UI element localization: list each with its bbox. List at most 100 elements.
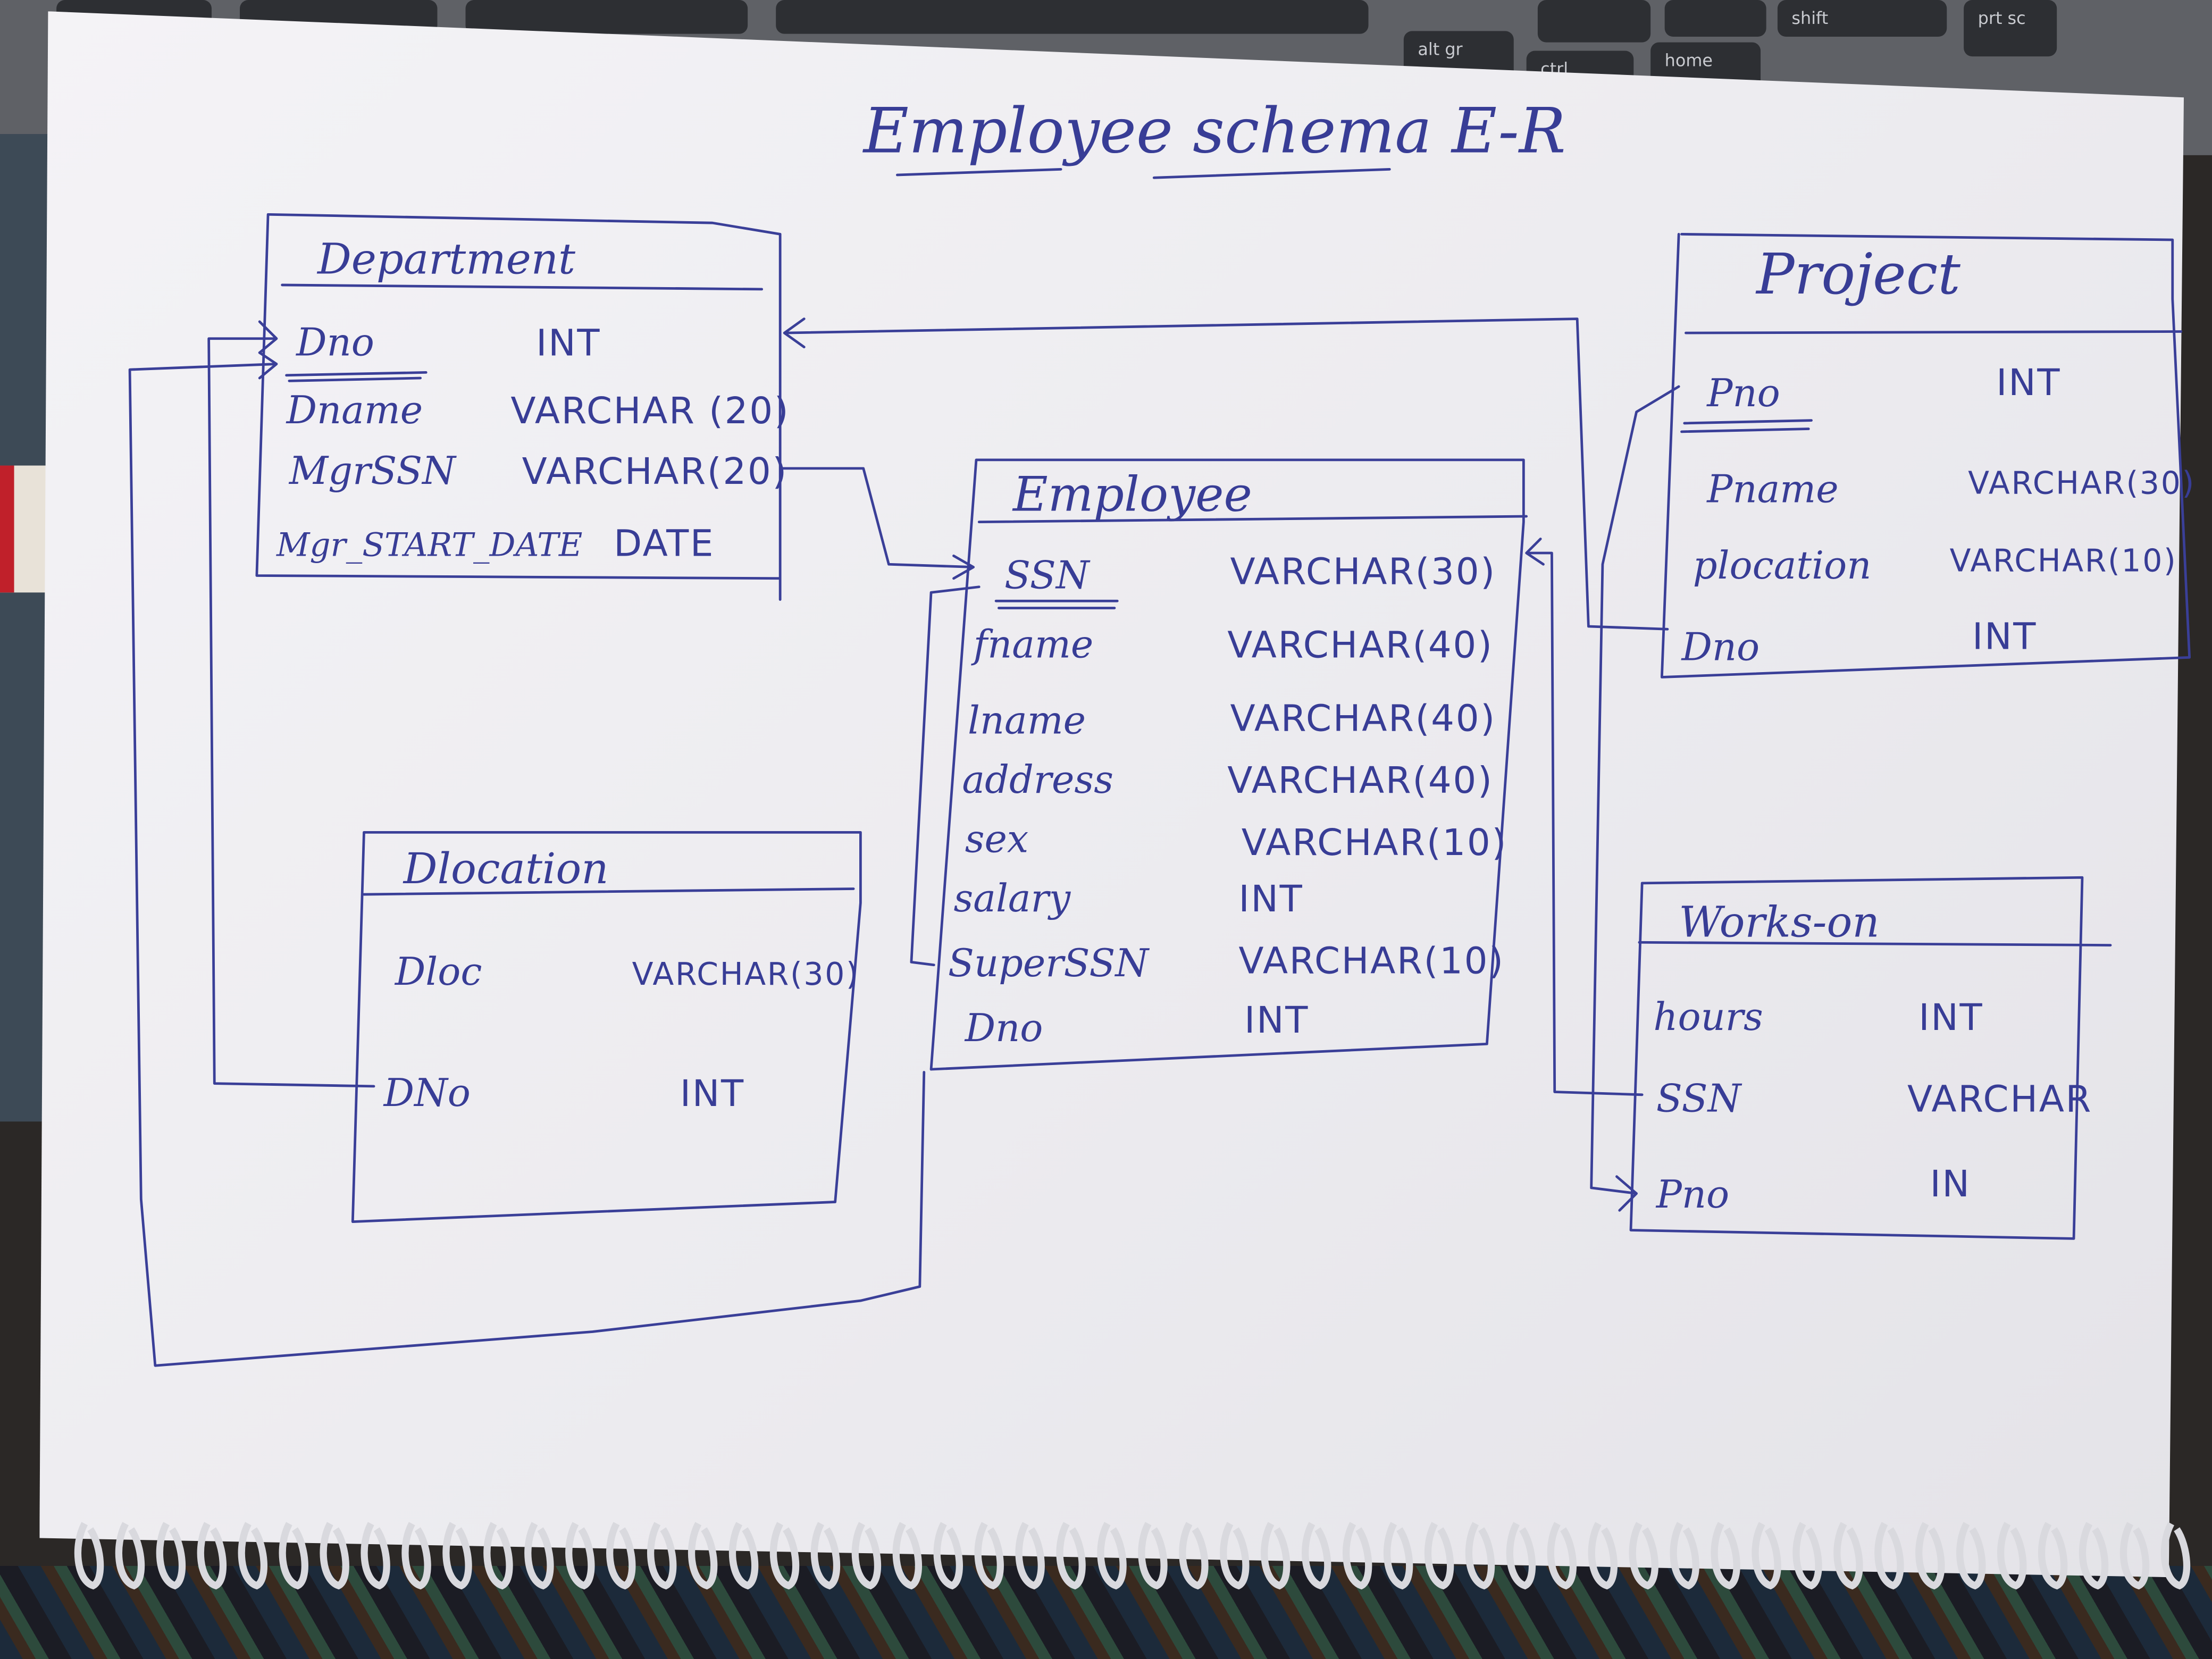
title-underline — [895, 167, 1391, 179]
attribute-name: DNo — [383, 1071, 471, 1115]
binding-ring — [1874, 1522, 1904, 1590]
binding-ring — [1220, 1522, 1250, 1590]
attribute-name: salary — [953, 876, 1071, 920]
binding-ring — [361, 1522, 390, 1590]
binding-ring — [1424, 1522, 1454, 1590]
attribute-name: SSN — [1004, 553, 1091, 597]
attribute-type: VARCHAR(20) — [522, 450, 788, 493]
entity-divider — [1638, 941, 2112, 946]
entity-title: Department — [316, 234, 576, 284]
binding-ring — [1670, 1522, 1699, 1590]
binding-ring — [1342, 1522, 1372, 1590]
binding-ring — [1056, 1522, 1086, 1590]
attribute-type: VARCHAR(30) — [1230, 550, 1496, 593]
binding-ring — [1792, 1522, 1822, 1590]
binding-ring — [1383, 1522, 1413, 1590]
binding-ring — [1465, 1522, 1495, 1590]
attribute-type: INT — [536, 322, 601, 365]
entity-divider — [977, 515, 1528, 524]
binding-ring — [524, 1522, 554, 1590]
binding-ring — [892, 1522, 923, 1590]
entity-title: Project — [1755, 241, 1960, 307]
relationship-workson-pno — [1590, 385, 1680, 1212]
relationship-dno-dlocation — [207, 320, 375, 1088]
attribute-type: INT — [1996, 362, 2061, 404]
attribute-type: INT — [1918, 996, 1983, 1039]
notebook-page — [39, 11, 2184, 1578]
attribute-type: INT — [1238, 878, 1303, 920]
binding-ring — [1302, 1522, 1331, 1590]
binding-ring — [320, 1522, 349, 1590]
keyboard-key — [465, 0, 748, 34]
binding-ring — [2119, 1522, 2150, 1590]
binding-ring — [197, 1522, 227, 1590]
keyboard-key-prtsc: prt sc — [1964, 0, 2057, 57]
relationship-project-dno — [783, 317, 1669, 631]
attribute-type: VARCHAR (20) — [510, 390, 790, 432]
entity-works-on: Works-on hours INT SSN VARCHAR Pno IN — [1629, 876, 2112, 1240]
keyboard-key — [1537, 0, 1651, 43]
binding-ring — [2079, 1522, 2109, 1590]
attribute-name: Pname — [1706, 467, 1838, 512]
binding-ring — [279, 1522, 308, 1590]
entity-title: Dlocation — [403, 844, 609, 893]
binding-ring — [728, 1522, 759, 1590]
attribute-type: VARCHAR(30) — [1968, 465, 2196, 501]
primary-key-underline — [1680, 419, 1813, 433]
binding-ring — [1015, 1522, 1045, 1590]
primary-key-underline — [285, 371, 428, 382]
entity-divider — [363, 887, 855, 896]
binding-ring — [1629, 1522, 1658, 1590]
entity-divider — [1685, 330, 2183, 334]
attribute-type: INT — [1244, 999, 1309, 1042]
binding-ring — [606, 1522, 636, 1590]
binding-ring — [810, 1522, 841, 1590]
background-label — [0, 465, 51, 593]
attribute-type: VARCHAR(10) — [1950, 543, 2177, 579]
diagram-title: Employee schema E-R — [862, 95, 1566, 167]
binding-ring — [1506, 1522, 1536, 1590]
primary-key-underline — [994, 599, 1119, 609]
entity-border — [1629, 876, 2084, 1240]
attribute-name: plocation — [1693, 543, 1872, 588]
binding-ring — [156, 1522, 186, 1590]
binding-ring — [2160, 1522, 2191, 1590]
attribute-name: SuperSSN — [948, 941, 1150, 985]
binding-ring — [1179, 1522, 1209, 1590]
binding-ring — [1752, 1522, 1781, 1590]
entity-title: Works-on — [1679, 898, 1879, 947]
binding-ring — [565, 1522, 595, 1590]
attribute-name: address — [962, 758, 1113, 802]
attribute-type: VARCHAR(10) — [1238, 940, 1504, 983]
binding-ring — [1833, 1522, 1863, 1590]
entity-employee: Employee SSN VARCHAR(30) fname VARCHAR(4… — [929, 458, 1528, 1071]
binding-ring — [74, 1522, 104, 1590]
binding-ring — [1138, 1522, 1168, 1590]
binding-ring — [1997, 1522, 2027, 1590]
attribute-type: IN — [1930, 1163, 1971, 1205]
binding-ring — [442, 1522, 472, 1590]
binding-ring — [1261, 1522, 1291, 1590]
attribute-type: VARCHAR — [1907, 1078, 2092, 1121]
attribute-type: VARCHAR(40) — [1227, 624, 1493, 666]
attribute-type: VARCHAR(40) — [1227, 759, 1493, 802]
attribute-name: Dno — [295, 321, 374, 365]
attribute-type: VARCHAR(10) — [1242, 822, 1507, 864]
attribute-type: INT — [680, 1073, 745, 1115]
spiral-binding — [74, 1522, 2191, 1590]
binding-ring — [647, 1522, 677, 1590]
attribute-type: INT — [1972, 615, 2037, 658]
keyboard-key — [1664, 0, 1766, 37]
keyboard-key-shift: shift — [1777, 0, 1947, 37]
attribute-name: Pno — [1655, 1172, 1729, 1217]
entity-border — [351, 831, 862, 1223]
binding-ring — [1711, 1522, 1740, 1590]
attribute-name: Dname — [286, 388, 423, 432]
entity-title: Employee — [1012, 466, 1252, 522]
attribute-name: sex — [965, 817, 1029, 861]
binding-ring — [1915, 1522, 1945, 1590]
attribute-name: MgrSSN — [288, 449, 457, 493]
binding-ring — [2038, 1522, 2068, 1590]
